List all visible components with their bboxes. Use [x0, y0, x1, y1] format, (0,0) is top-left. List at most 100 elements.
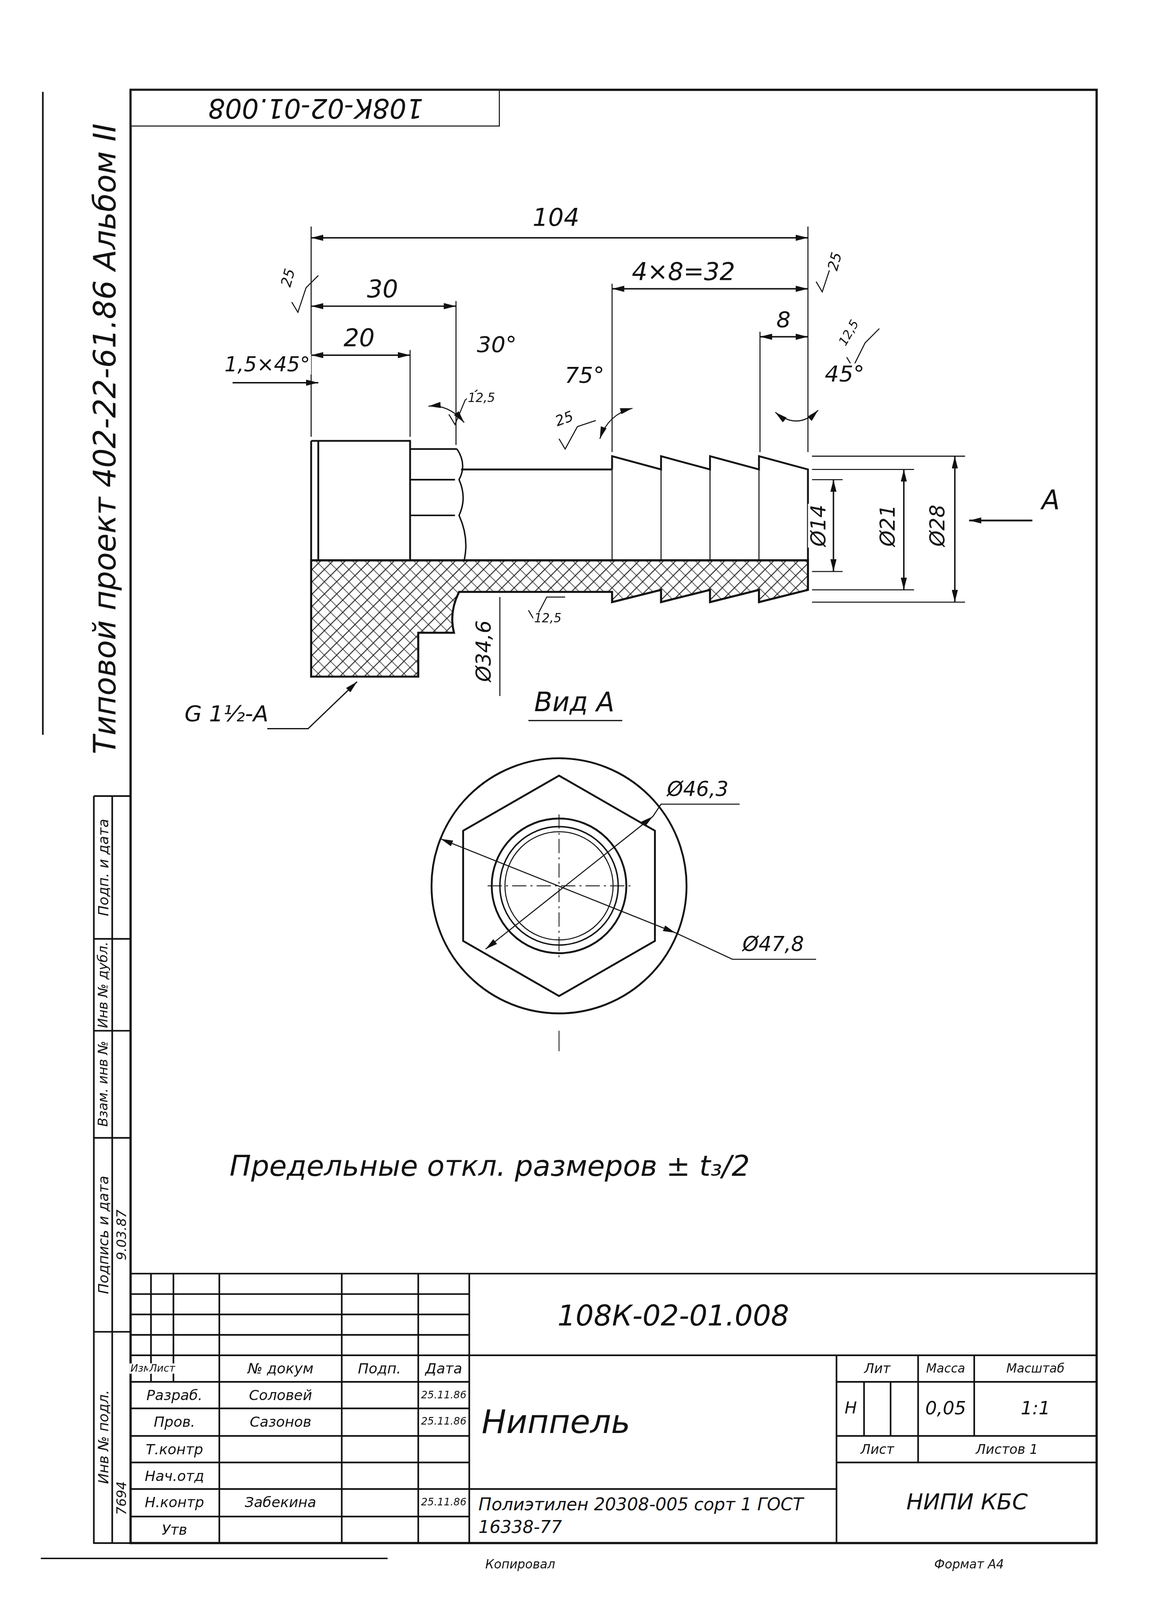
dimension-label: Ø28: [927, 503, 948, 548]
dimension-line: [759, 331, 761, 453]
dimension-line: [954, 456, 956, 603]
title-block-cell: 25.11.86: [420, 1389, 468, 1400]
dimension-line: [903, 469, 905, 590]
title-block-cell: 25.11.86: [420, 1496, 468, 1507]
dimension-label: 75°: [563, 364, 606, 387]
view-title: Вид А: [533, 688, 616, 716]
dimension-line: [40, 1557, 388, 1559]
inventory-number: 7694: [114, 1479, 128, 1516]
thread-label: G 1½-A: [183, 702, 270, 726]
sidebar-label: Инв № подл.: [95, 1388, 111, 1485]
title-block-cell: 0,05: [923, 1398, 968, 1417]
sheet-frame: [130, 89, 1097, 1543]
drawing-line: [460, 468, 612, 471]
sheet-note: Копировал: [484, 1557, 557, 1571]
view-letter: A: [1040, 486, 1061, 514]
dimension-label: 30°: [475, 333, 518, 357]
dimension-line: [760, 336, 809, 338]
roughness-value: 12,5: [533, 611, 563, 625]
title-block-cell: Нач.отд: [143, 1467, 206, 1483]
title-block-cell: Сазонов: [248, 1413, 313, 1428]
title-block-cell: Подп.: [356, 1360, 403, 1376]
drawing-line: [311, 226, 809, 453]
title-block-cell: № докум: [246, 1360, 315, 1376]
title-block-cell: Лит: [863, 1361, 892, 1375]
stamp-text: 108К-02-01.008: [207, 95, 424, 122]
dimension-line: [969, 519, 1033, 522]
dimension-line: [611, 288, 808, 290]
dimension-label: Ø14: [808, 503, 829, 548]
sheet-note: Формат А4: [933, 1557, 1006, 1571]
drawing-line: [599, 408, 633, 439]
dimension-line: [311, 354, 411, 356]
sidebar-label: Инв № дубл.: [96, 939, 110, 1029]
title-block-cell: Н: [843, 1399, 858, 1416]
dimension-line: [499, 596, 501, 696]
title-block-cell: Утв: [160, 1522, 189, 1537]
material-text: Полиэтилен 20308-005 сорт 1 ГОСТ 16338-7…: [477, 1492, 832, 1538]
sidebar-label: Подпись и дата: [95, 1173, 111, 1295]
signature-date: 9.03.87: [114, 1208, 128, 1262]
drawing-line: [812, 456, 966, 603]
view-circle: [431, 757, 687, 1013]
tolerance-note: Предельные откл. размеров ± t₃/2: [228, 1151, 751, 1181]
title-block-cell: Соловей: [247, 1387, 314, 1402]
title-block-cell: 108К-02-01.008: [556, 1301, 790, 1331]
dimension-label: 20: [342, 325, 376, 350]
roughness-value: 25: [824, 249, 845, 273]
dimension-label: Ø34,6: [473, 618, 494, 683]
dimension-line: [42, 91, 44, 735]
drawing-line: [456, 448, 466, 560]
drawing-line: [675, 932, 817, 960]
dimension-label: 4×8=32: [630, 259, 737, 284]
sidebar-label: Подп. и дата: [95, 817, 111, 917]
title-block-cell: Масса: [925, 1361, 967, 1375]
drawing-line: [130, 1272, 1097, 1516]
drawing-line: [93, 795, 131, 1543]
dimension-label: 8: [775, 309, 792, 332]
title-block-cell: Масштаб: [1005, 1361, 1066, 1375]
dimension-label: Ø46,3: [666, 778, 730, 799]
dimension-label: 1,5×45°: [223, 353, 312, 375]
roughness-value: 25: [552, 408, 577, 429]
drawing-line: [652, 803, 740, 817]
title-block-cell: Пров.: [152, 1413, 197, 1428]
title-block-cell: Листов 1: [974, 1442, 1039, 1456]
dimension-label: 104: [531, 205, 581, 230]
title-block-cell: Н.контр: [143, 1494, 206, 1509]
title-block-cell: 25.11.86: [420, 1415, 468, 1427]
drawing-line: [611, 469, 759, 560]
drawing-line: [311, 559, 809, 677]
drawing-line: [611, 456, 808, 560]
title-block-cell: Разраб.: [145, 1387, 204, 1402]
drawing-line: [775, 410, 818, 421]
roughness-value: 12,5: [466, 391, 496, 405]
drawing-line: [291, 254, 880, 621]
dimension-line: [611, 283, 613, 453]
dimension-line: [311, 305, 457, 307]
dimension-line: [440, 838, 676, 933]
drawing-line: [836, 1354, 1097, 1543]
part-name: Ниппель: [480, 1404, 631, 1438]
roughness-value: 12,5: [836, 317, 862, 349]
title-block-cell: Забекина: [243, 1494, 318, 1509]
drawing-line: [558, 1030, 560, 1051]
drawing-line: [267, 681, 357, 729]
sidebar-label: Взам. инв №: [96, 1039, 110, 1128]
dimension-line: [311, 237, 809, 239]
drawing-line: [410, 448, 458, 516]
dimension-line: [832, 479, 834, 572]
title-block-cell: Лист: [148, 1362, 177, 1373]
title-block-cell: 1:1: [1019, 1398, 1051, 1417]
dimension-line: [528, 719, 623, 722]
dimension-line: [485, 816, 654, 949]
dimension-label: Ø21: [877, 503, 898, 548]
dimension-line: [232, 381, 319, 384]
dimension-line: [409, 349, 411, 437]
title-block-cell: НИПИ КБС: [905, 1490, 1029, 1514]
drawing-line: [311, 440, 411, 561]
title-block-cell: Т.контр: [144, 1441, 205, 1456]
dimension-label: 30: [365, 276, 400, 302]
